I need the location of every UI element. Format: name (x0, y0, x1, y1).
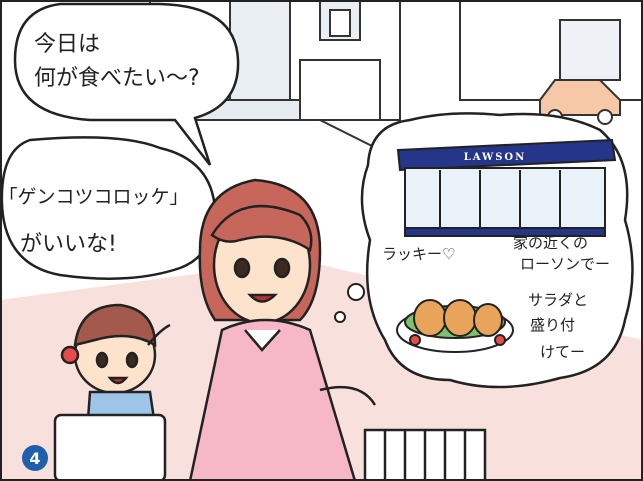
store-sign-text: LAWSON (463, 152, 527, 163)
thought-near-home-line2: ローソンでー (520, 255, 611, 273)
mother-figure (188, 178, 377, 481)
bicycle (53, 413, 487, 481)
lawson-store (396, 138, 617, 237)
thought-salad-line1: サラダと (528, 291, 589, 309)
thought-lucky: ラッキー♡ (382, 245, 456, 263)
thought-near-home-line1: 家の近くの (513, 234, 589, 252)
speech-mother-line1: 今日は (34, 32, 101, 57)
speech-bubble-mother (13, 2, 240, 166)
thought-salad-line2: 盛り付 (530, 316, 576, 334)
speech-bubble-child (0, 136, 217, 280)
buildings (149, 0, 643, 151)
speech-child-line2: がいいな! (20, 232, 117, 257)
panel-number-badge: 4 (22, 445, 48, 471)
croquette-plate (396, 299, 514, 353)
thought-salad-line3: けてー (540, 343, 586, 361)
speech-child-line1: ｢ゲンコツコロッケ｣ (8, 186, 180, 208)
child-figure (60, 303, 171, 462)
speech-mother-line2: 何が食べたい〜? (34, 66, 200, 91)
